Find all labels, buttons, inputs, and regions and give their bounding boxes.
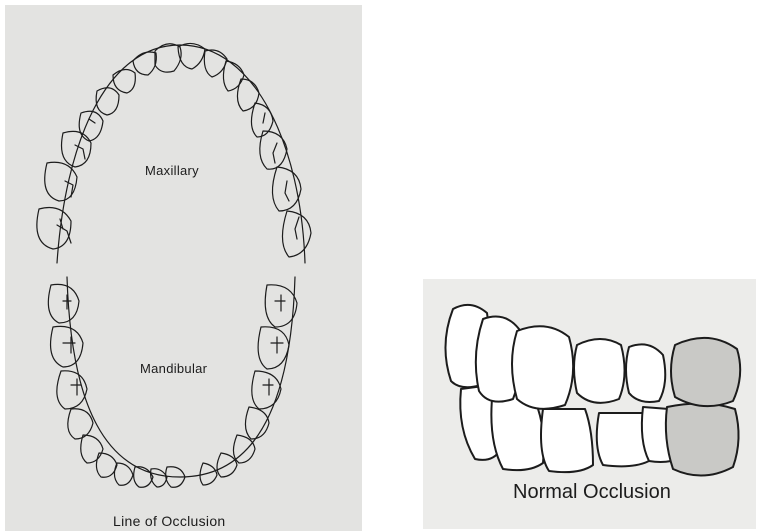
- upper-premolar-1-left: [96, 88, 119, 115]
- lower-tooth-3: [541, 409, 593, 472]
- lower-premolar-1-left: [81, 435, 103, 463]
- mandibular-occlusion-line: [67, 277, 295, 477]
- lower-fissures: [63, 295, 285, 395]
- upper-molar-1-left: [62, 131, 92, 167]
- lower-molar-2-left: [51, 326, 83, 367]
- upper-molar-1-right: [260, 131, 287, 169]
- lower-molar-1-right: [252, 371, 281, 409]
- upper-tooth-5: [626, 344, 665, 402]
- upper-molar-shaded: [671, 338, 740, 406]
- upper-lateral-incisor-left: [133, 52, 156, 75]
- upper-tooth-3: [512, 326, 573, 409]
- lower-premolar-2-left: [68, 409, 93, 439]
- normal-occlusion-caption: Normal Occlusion: [513, 481, 671, 504]
- upper-canine-left: [113, 69, 135, 93]
- mandibular-teeth: [48, 284, 297, 487]
- maxillary-label: Maxillary: [145, 163, 199, 178]
- lower-molar-2-right: [258, 327, 289, 369]
- lower-molar-shaded: [666, 403, 739, 475]
- maxillary-teeth: [37, 43, 311, 257]
- maxillary-occlusion-line: [57, 45, 305, 263]
- dental-arch-drawing: [5, 5, 362, 531]
- line-of-occlusion-label: Line of Occlusion: [113, 513, 226, 529]
- upper-molar-3-left: [37, 208, 71, 250]
- dental-arch-diagram: Maxillary Mandibular Line of Occlusion: [5, 5, 362, 531]
- lower-molar-3-left: [48, 284, 79, 323]
- upper-tooth-4: [574, 339, 625, 403]
- upper-molar-3-right: [282, 211, 311, 257]
- mandibular-label: Mandibular: [140, 361, 207, 376]
- normal-occlusion-diagram: Normal Occlusion: [423, 279, 756, 529]
- upper-premolar-1-right: [237, 79, 259, 111]
